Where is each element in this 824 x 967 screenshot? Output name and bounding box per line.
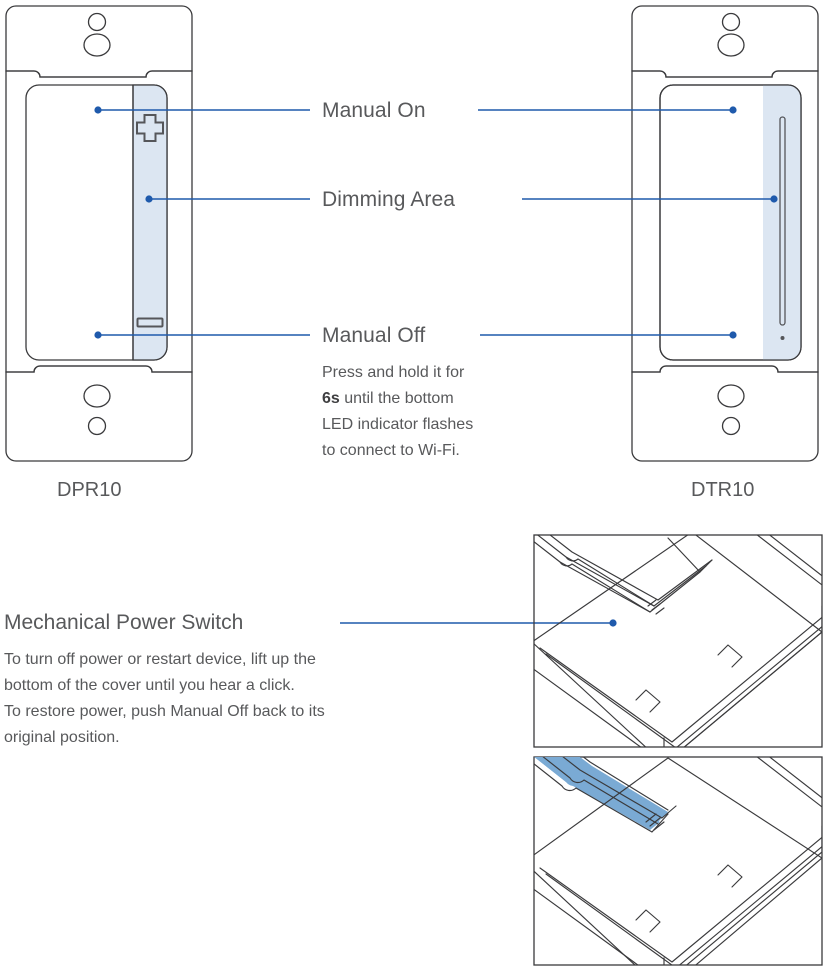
mech-line-2: bottom of the cover until you hear a cli… — [4, 677, 295, 694]
callout-label-dimming-area: Dimming Area — [322, 188, 456, 211]
cover-plate-front-edge — [559, 561, 651, 613]
callout-dot-dimming-area-left — [145, 195, 153, 203]
base-slab-2-notch-left — [635, 909, 661, 933]
base-slab-2-top — [534, 888, 665, 965]
base-slab-edge-1 — [534, 668, 665, 747]
lifted-cover-outline-2 — [542, 757, 659, 825]
dpr10-screw-hole-top-small — [87, 12, 107, 32]
dtr10-faceplate-overlay — [659, 84, 802, 361]
far-right-slab-2-edge — [756, 757, 822, 808]
dtr10-dimming-strip[interactable] — [763, 85, 801, 360]
base-slab-notch-right — [717, 644, 743, 668]
illustration-cover-lifted — [533, 756, 823, 966]
device-name-dpr10: DPR10 — [57, 479, 122, 501]
base-slab-inner-lip-2 — [545, 625, 822, 747]
plus-icon — [136, 114, 164, 142]
lifted-cover-outline-3 — [562, 757, 677, 819]
dtr10-screw-hole-top-large — [717, 33, 745, 57]
dpr10-plate-top — [5, 5, 193, 78]
callout-dot-manual-off-left — [94, 331, 102, 339]
lifted-cover-outline-4 — [582, 757, 669, 811]
base-slab-2-lip-2 — [545, 845, 822, 965]
lifted-cover-highlight-face — [534, 757, 668, 828]
callout-dot-manual-off-right — [729, 331, 737, 339]
cover-plate-corner-detail — [647, 599, 665, 615]
callout-label-manual-off: Manual Off — [322, 324, 426, 347]
base-slab-notch-left — [635, 689, 661, 713]
dpr10-dimming-strip[interactable] — [132, 84, 168, 361]
dtr10-screw-hole-bottom-small — [721, 416, 741, 436]
cover-plate-side-right — [699, 559, 713, 573]
base-slab-2-face — [534, 757, 822, 965]
illustration-panel-2-border — [533, 756, 823, 966]
callout-dot-manual-on-left — [94, 106, 102, 114]
lifted-cover-outline-1 — [534, 763, 669, 833]
manual-off-line-2: 6s until the bottom — [322, 386, 552, 412]
manual-off-line-2-rest: until the bottom — [339, 390, 454, 407]
dpr10-screw-hole-bottom-large — [83, 384, 111, 408]
minus-icon — [136, 317, 164, 328]
lifted-cover-corner-detail — [645, 813, 665, 831]
device-name-dtr10: DTR10 — [691, 479, 755, 501]
callout-dot-dimming-area-right — [770, 195, 778, 203]
dpr10-screw-hole-bottom-small — [87, 416, 107, 436]
manual-off-description: Press and hold it for 6s until the botto… — [322, 360, 552, 464]
base-slab-2-lip-1 — [539, 836, 822, 963]
illustration-cover-closed — [533, 534, 823, 748]
base-slab-edge-2 — [683, 605, 822, 747]
cover-lift-point — [609, 619, 617, 627]
base-slab-2-right — [685, 825, 822, 965]
callout-lines — [94, 106, 778, 627]
dtr10-plate-bottom — [631, 365, 819, 462]
cover-plate-outline-3 — [549, 535, 713, 601]
callout-label-manual-on: Manual On — [322, 99, 426, 122]
vertical-slider-track[interactable] — [779, 116, 786, 326]
led-indicator-dot — [780, 336, 785, 340]
cover-plate-front-edge-2 — [565, 556, 655, 607]
manual-off-bold-token: 6s — [322, 390, 340, 407]
dpr10-screw-hole-top-large — [83, 33, 111, 57]
manual-off-line-3: LED indicator flashes — [322, 416, 474, 433]
cover-plate-outline — [534, 537, 701, 613]
dtr10-screw-hole-bottom-large — [717, 384, 745, 408]
dtr10-screw-hole-top-small — [721, 12, 741, 32]
base-slab-top-face — [534, 535, 822, 747]
mech-line-3: To restore power, push Manual Off back t… — [4, 703, 325, 720]
base-slab-inner-lip-1 — [539, 616, 822, 743]
mech-line-4: original position. — [4, 729, 120, 746]
mechanical-power-switch-label: Mechanical Power Switch — [4, 611, 244, 634]
base-slab-2-notch-right — [717, 864, 743, 888]
dpr10-plate-bottom — [5, 365, 193, 462]
mechanical-power-switch-description: To turn off power or restart device, lif… — [4, 647, 504, 751]
callout-dot-manual-on-right — [729, 106, 737, 114]
cover-plate-outline-2 — [536, 535, 707, 607]
device-dpr10 — [5, 5, 193, 462]
manual-off-line-4: to connect to Wi-Fi. — [322, 442, 460, 459]
mech-line-1: To turn off power or restart device, lif… — [4, 651, 316, 668]
manual-off-line-1: Press and hold it for — [322, 364, 465, 381]
far-right-slab-edge — [756, 535, 822, 586]
device-dtr10 — [631, 5, 819, 462]
